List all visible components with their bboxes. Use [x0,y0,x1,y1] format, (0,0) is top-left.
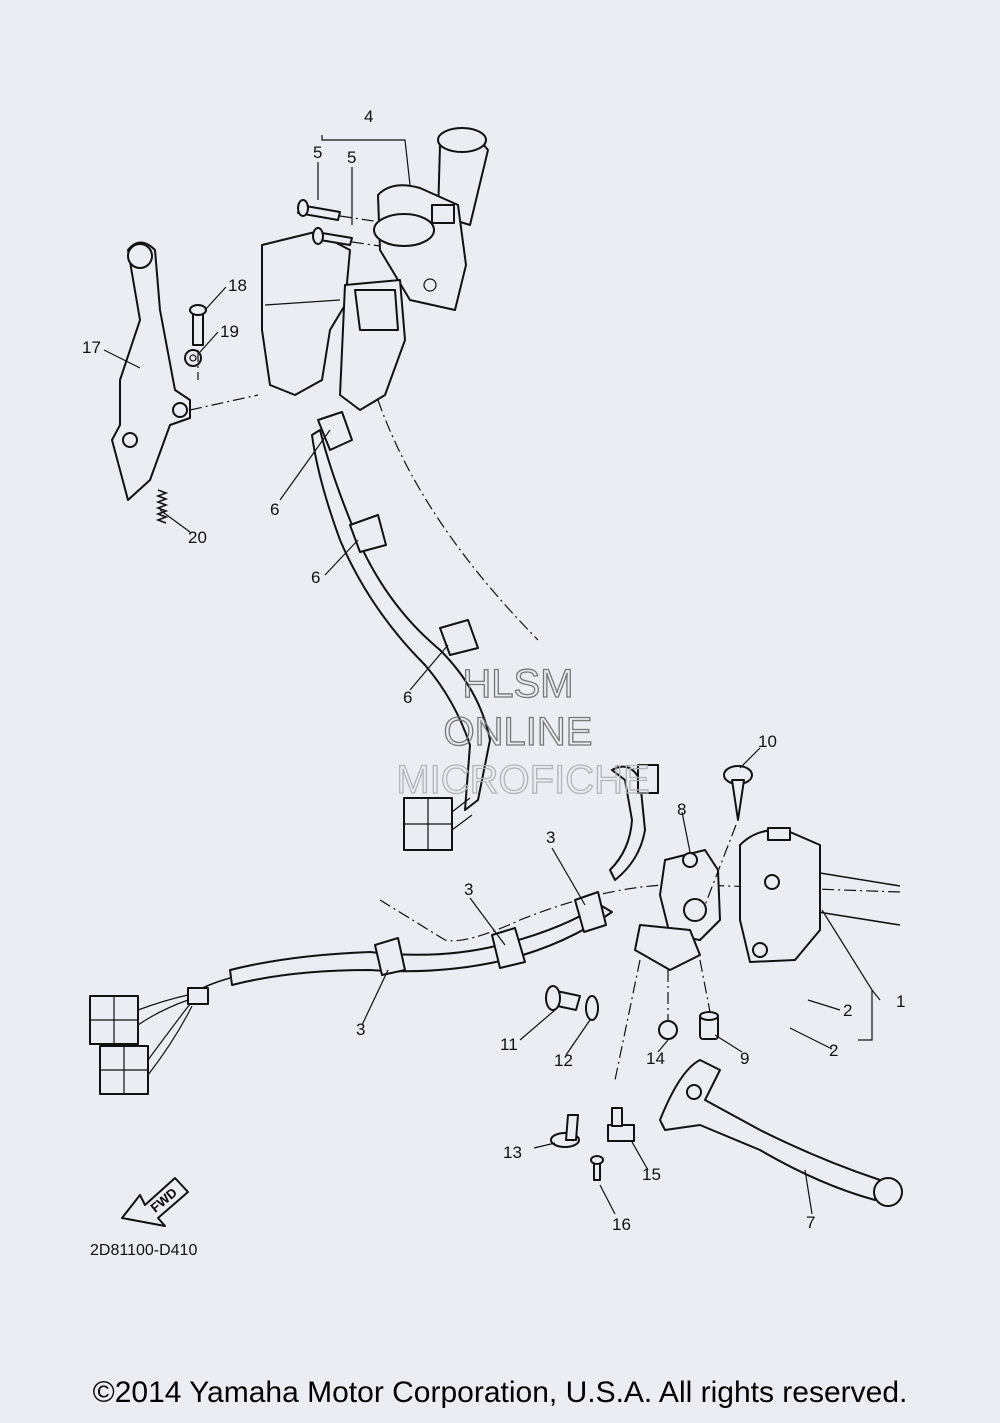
callout-5b: 5 [347,148,356,167]
callout-4: 4 [364,107,373,126]
callout-12: 12 [554,1051,573,1070]
callout-19: 19 [220,322,239,341]
callout-15: 15 [642,1165,661,1184]
callout-17: 17 [82,338,101,357]
watermark-line-1: HLSM [462,662,573,706]
callout-9: 9 [740,1049,749,1068]
callout-6b: 6 [311,568,320,587]
copyright-notice: ©2014 Yamaha Motor Corporation, U.S.A. A… [92,1376,908,1409]
watermark: HLSM ONLINE MICROFICHE [396,661,651,802]
callout-10: 10 [758,732,777,751]
watermark-line-3: MICROFICHE [396,758,649,802]
callout-labels: 4 5 5 18 19 17 20 6 6 6 10 8 3 3 3 3 1 2… [82,107,905,1259]
callout-8: 8 [677,800,686,819]
callout-7: 7 [806,1213,815,1232]
callout-3b: 3 [464,880,473,899]
callout-3c: 3 [356,1020,365,1039]
fwd-arrow-icon: FWD [121,1177,189,1227]
diagram-code: 2D81100-D410 [90,1242,197,1259]
handlebar-left-assembly: FWD [89,764,903,1227]
callout-3a: 3 [546,828,555,847]
callout-11: 11 [500,1035,518,1054]
leader-lines [103,135,881,1215]
callout-1: 1 [896,992,905,1011]
callout-20: 20 [188,528,207,547]
callout-6c: 6 [403,688,412,707]
callout-2b: 2 [829,1041,838,1060]
callout-2a: 2 [843,1001,852,1020]
callout-14: 14 [646,1049,665,1068]
callout-16: 16 [612,1215,631,1234]
callout-18: 18 [228,276,247,295]
callout-13: 13 [503,1143,522,1162]
callout-5a: 5 [313,143,322,162]
handlebar-right-assembly [111,127,539,851]
callout-6a: 6 [270,500,279,519]
watermark-line-2: ONLINE [444,710,593,754]
